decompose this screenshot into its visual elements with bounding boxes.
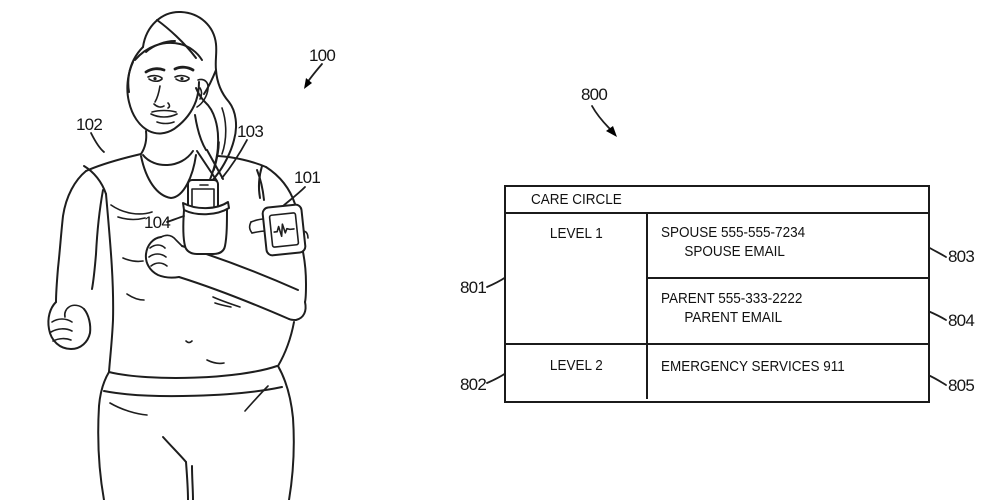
right-eye (174, 74, 190, 83)
ref-label-101: 101 (294, 168, 320, 187)
nose (153, 85, 171, 109)
heartbeat-waveform-icon (273, 223, 295, 238)
armband-device (248, 203, 309, 257)
ref-label-103: 103 (237, 122, 263, 141)
leader-103 (221, 139, 248, 179)
ref-label-801: 801 (460, 278, 486, 297)
leader-804 (927, 310, 947, 321)
pocket-elastic-band (182, 201, 230, 216)
ref-label-802: 802 (460, 375, 486, 394)
leggings (97, 365, 295, 500)
contact-parent-cell: PARENT 555-333-2222 PARENT EMAIL (648, 277, 928, 343)
level-1-cell: LEVEL 1 (506, 214, 648, 343)
contact-spouse-cell: SPOUSE 555-555-7234 SPOUSE EMAIL (648, 214, 928, 277)
ref-label-800: 800 (581, 85, 607, 104)
ref-label-804: 804 (948, 311, 974, 330)
mouth (150, 109, 178, 125)
care-circle-title: CARE CIRCLE (531, 191, 622, 208)
left-eyebrow (144, 67, 166, 74)
chest-pocket (182, 201, 230, 255)
shoulder-strap (196, 149, 224, 182)
ref-label-102: 102 (76, 115, 102, 134)
ref-label-803: 803 (948, 247, 974, 266)
ref-label-805: 805 (948, 376, 974, 395)
spouse-email: SPOUSE EMAIL (684, 243, 785, 260)
leader-800 (591, 105, 612, 131)
arrowhead-100 (304, 78, 312, 89)
emergency-services: EMERGENCY SERVICES 911 (661, 358, 845, 375)
ref-label-104: 104 (144, 213, 170, 232)
care-circle-header-row: CARE CIRCLE (506, 187, 928, 214)
tank-top (83, 150, 295, 379)
level-2-label: LEVEL 2 (549, 357, 603, 374)
reference-numerals: 100 101 102 103 104 800 801 802 803 804 … (76, 46, 975, 395)
leader-100 (306, 63, 323, 84)
right-eyebrow (173, 65, 195, 72)
right-fist (144, 234, 183, 279)
care-circle-body: LEVEL 1 LEVEL 2 SPOUSE 555-555-7234 SPOU… (506, 214, 928, 399)
left-eye (147, 74, 163, 83)
spouse-phone: SPOUSE 555-555-7234 (661, 224, 806, 241)
armband-screen (268, 212, 300, 248)
leader-104 (166, 215, 185, 223)
leader-805 (927, 374, 947, 386)
parent-phone: PARENT 555-333-2222 (661, 290, 803, 307)
face (126, 61, 209, 135)
level-2-cell: LEVEL 2 (506, 343, 648, 399)
ref-label-100: 100 (309, 46, 335, 65)
care-circle-table: CARE CIRCLE LEVEL 1 LEVEL 2 SPOUSE 555-5… (504, 185, 930, 403)
contact-emergency-cell: EMERGENCY SERVICES 911 (648, 343, 928, 399)
left-fist (47, 301, 92, 350)
level-1-label: LEVEL 1 (549, 225, 603, 242)
parent-email: PARENT EMAIL (684, 309, 783, 326)
leader-101 (282, 186, 306, 207)
jogger-figure (47, 10, 309, 500)
leader-102 (90, 132, 105, 153)
left-arm (47, 170, 104, 350)
leader-803 (927, 246, 947, 258)
face-features (144, 65, 195, 125)
arrowhead-800 (606, 126, 617, 137)
